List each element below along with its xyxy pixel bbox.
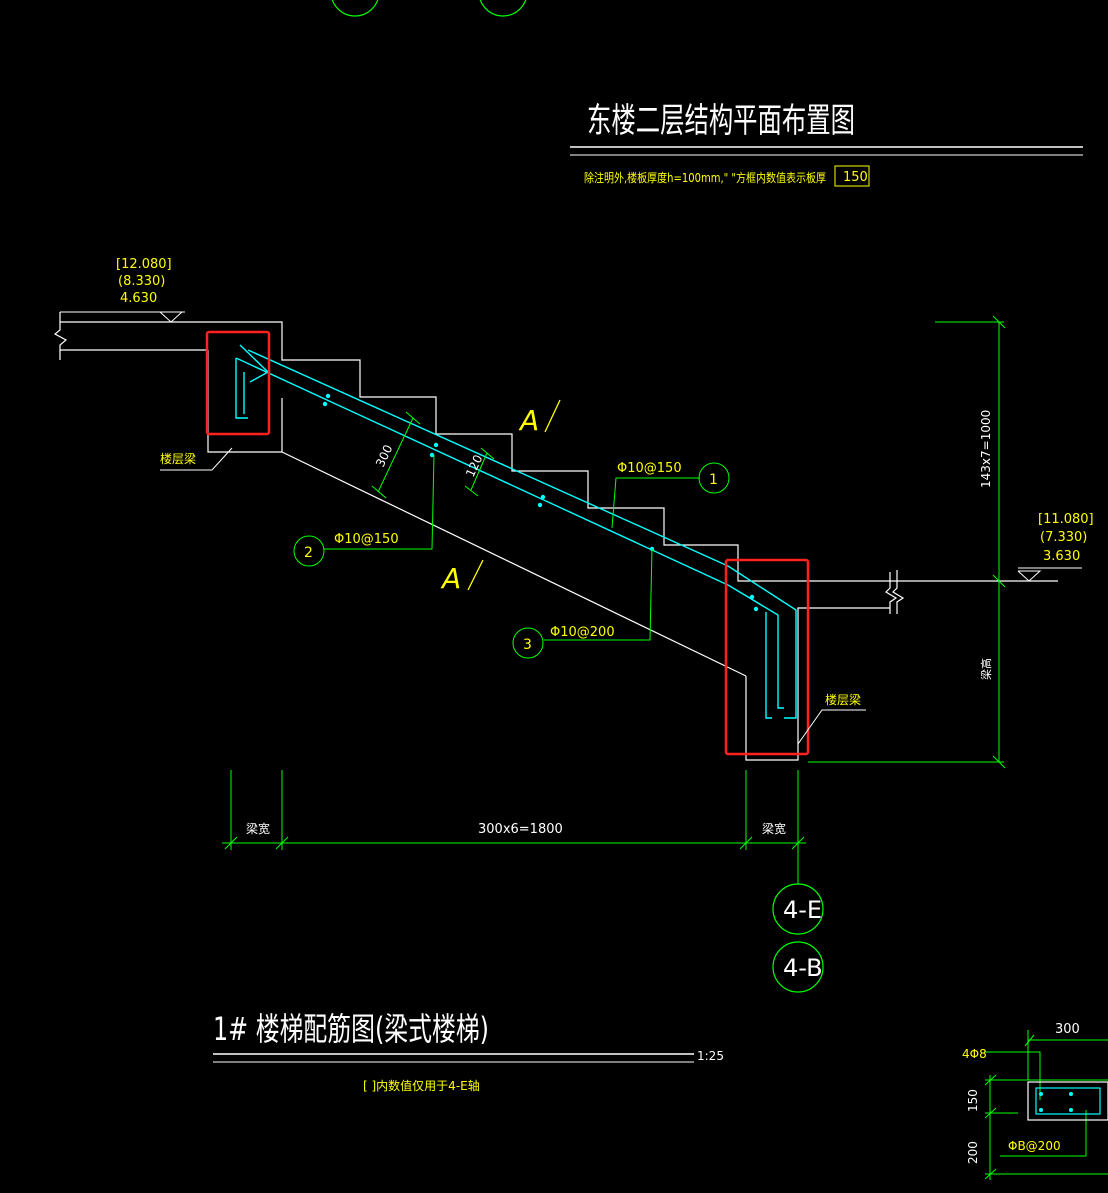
drawing-note: [ ]内数值仅用于4-E轴 <box>363 1078 480 1093</box>
right-elevation-line2: (7.330) <box>1040 530 1087 545</box>
plan-note: 除注明外,楼板厚度h=100mm," "方框内数值表示板厚 <box>584 170 826 185</box>
right-beam-highlight <box>724 558 810 756</box>
height-label: 梁高 <box>979 658 993 680</box>
drawing-scale: 1:25 <box>697 1049 724 1063</box>
rebar-callouts <box>293 454 730 659</box>
beam-labels: 楼层梁 楼层梁 <box>160 447 866 745</box>
thickness-box <box>834 165 870 187</box>
right-elevation: [11.080] (7.330) 3.630 <box>1017 512 1094 582</box>
rebar-3-spec: Φ10@200 <box>550 625 615 640</box>
section-mark-lower: A <box>440 562 461 595</box>
horizontal-dim: 300x6=1800 <box>478 822 563 837</box>
cropped-axis-bubble <box>479 0 527 17</box>
top-elevation-line1: [12.080] <box>116 257 172 272</box>
beam-width-right: 梁宽 <box>762 821 786 836</box>
section-marks: A A <box>440 399 561 595</box>
rebar-2-id: 2 <box>304 545 313 561</box>
axis-bubble-4E <box>772 883 824 935</box>
top-elevation-line3: 4.630 <box>120 291 157 306</box>
section-top-bars: 4Φ8 <box>962 1047 987 1061</box>
rebar-dots <box>322 393 759 612</box>
axis-4E-label: 4-E <box>783 896 822 924</box>
drawing-title-block: 1# 楼梯配筋图(梁式楼梯) 1:25 [ ]内数值仅用于4-E轴 <box>213 1010 724 1093</box>
right-elevation-line1: [11.080] <box>1038 512 1094 527</box>
left-beam-highlight <box>205 330 271 436</box>
rebar-1-spec: Φ10@150 <box>617 461 682 476</box>
cropped-axis-bubble <box>331 0 379 17</box>
beam-width-left: 梁宽 <box>246 821 270 836</box>
thickness-value: 150 <box>843 170 868 185</box>
right-elevation-line3: 3.630 <box>1043 549 1080 564</box>
section-depth2: 200 <box>966 1141 980 1164</box>
stair-outline <box>53 312 1058 761</box>
axis-bubble-4B <box>772 941 824 993</box>
cover-dim: 120 <box>463 453 485 480</box>
top-elevation-line2: (8.330) <box>118 274 165 289</box>
section-depth1: 150 <box>966 1089 980 1112</box>
right-beam-label: 楼层梁 <box>825 692 861 707</box>
axis-4B-label: 4-B <box>783 954 823 982</box>
beam-section-detail: 300 4Φ8 150 200 ΦB@200 <box>962 1022 1108 1180</box>
height-dim: 143x7=1000 <box>979 410 993 488</box>
rebar-lines <box>235 344 797 719</box>
section-stirrup: ΦB@200 <box>1008 1139 1061 1153</box>
rebar-1-id: 1 <box>709 472 718 488</box>
rebar-3-id: 3 <box>523 637 532 653</box>
slab-thickness-dim: 300 <box>373 443 395 470</box>
section-mark-upper: A <box>518 404 539 437</box>
top-elevation: [12.080] (8.330) 4.630 <box>60 257 185 323</box>
left-beam-label: 楼层梁 <box>160 451 196 466</box>
drawing-title: 1# 楼梯配筋图(梁式楼梯) <box>213 1010 489 1048</box>
section-width: 300 <box>1055 1022 1080 1037</box>
axis-bubbles: 4-E 4-B <box>772 882 824 993</box>
plan-title: 东楼二层结构平面布置图 <box>587 101 855 141</box>
plan-title-block: 东楼二层结构平面布置图 除注明外,楼板厚度h=100mm," "方框内数值表示板… <box>570 101 1083 187</box>
dimension-lines <box>222 315 1006 882</box>
rebar-2-spec: Φ10@150 <box>334 532 399 547</box>
